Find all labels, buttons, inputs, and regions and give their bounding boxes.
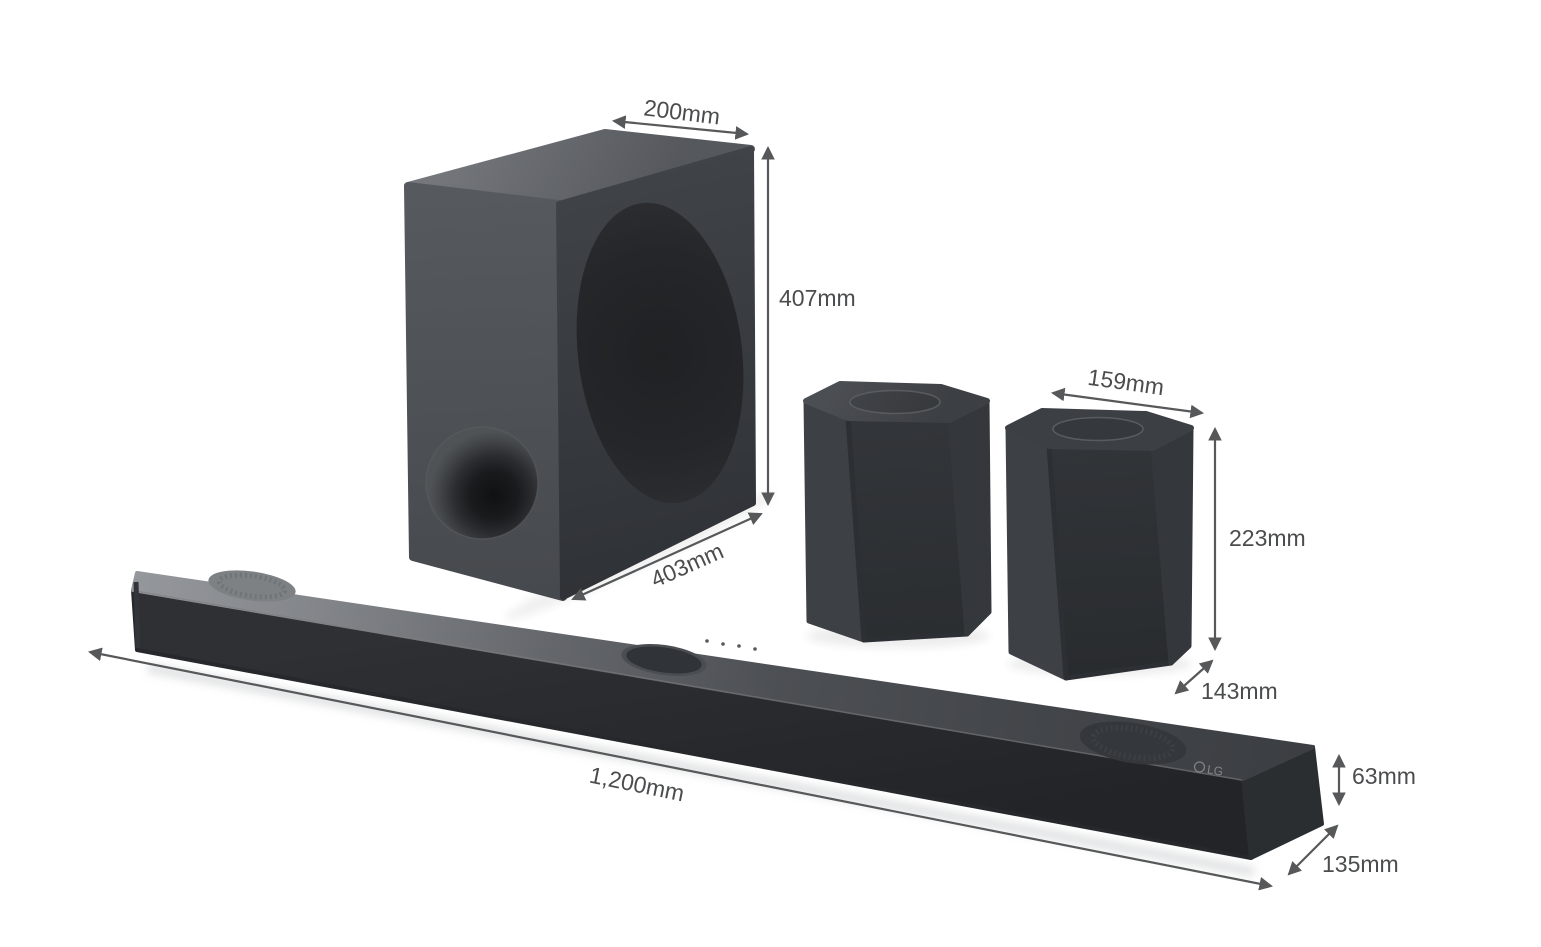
soundbar-depth-label: 135mm <box>1322 851 1399 877</box>
subwoofer-driver <box>576 202 744 504</box>
soundbar-indicator-dots <box>705 639 757 651</box>
rear-speaker-left-top-face <box>803 381 990 423</box>
subwoofer-bass-port-rim <box>425 426 539 540</box>
rear-speaker-right-top-face <box>1005 408 1194 451</box>
rear-speaker-left <box>803 381 992 643</box>
rear-speaker-height-label: 223mm <box>1229 525 1306 551</box>
soundbar-left-grille <box>208 570 296 602</box>
rear-speaker-width-arrow <box>1050 387 1205 419</box>
rear-speaker-right-top-ring <box>1052 416 1144 442</box>
soundbar-left-grille-texture <box>216 572 288 600</box>
subwoofer-bass-port <box>426 427 538 539</box>
rear-speaker-right-front-face <box>1046 443 1174 681</box>
lg-logo-text: LG <box>1206 762 1224 778</box>
rear-speaker-left-top-ring <box>849 389 941 415</box>
dimension-annotations: 200mm 407mm 403mm 159mm 223mm 143mm 1,20… <box>87 94 1416 891</box>
rear-speaker-width-label: 159mm <box>1086 364 1166 400</box>
rear-speaker-depth-label: 143mm <box>1201 678 1278 704</box>
subwoofer <box>404 129 756 601</box>
soundbar-depth-arrow <box>1287 824 1339 876</box>
subwoofer-width-arrow <box>611 115 750 140</box>
soundbar-left-end-edge <box>133 581 141 649</box>
soundbar-length-arrow <box>87 647 1274 891</box>
subwoofer-depth-arrow <box>571 512 763 601</box>
subwoofer-height-label: 407mm <box>779 285 856 311</box>
rear-speaker-right <box>1005 408 1194 681</box>
soundbar-height-label: 63mm <box>1352 763 1416 789</box>
rear-speaker-left-front-face <box>845 415 970 643</box>
